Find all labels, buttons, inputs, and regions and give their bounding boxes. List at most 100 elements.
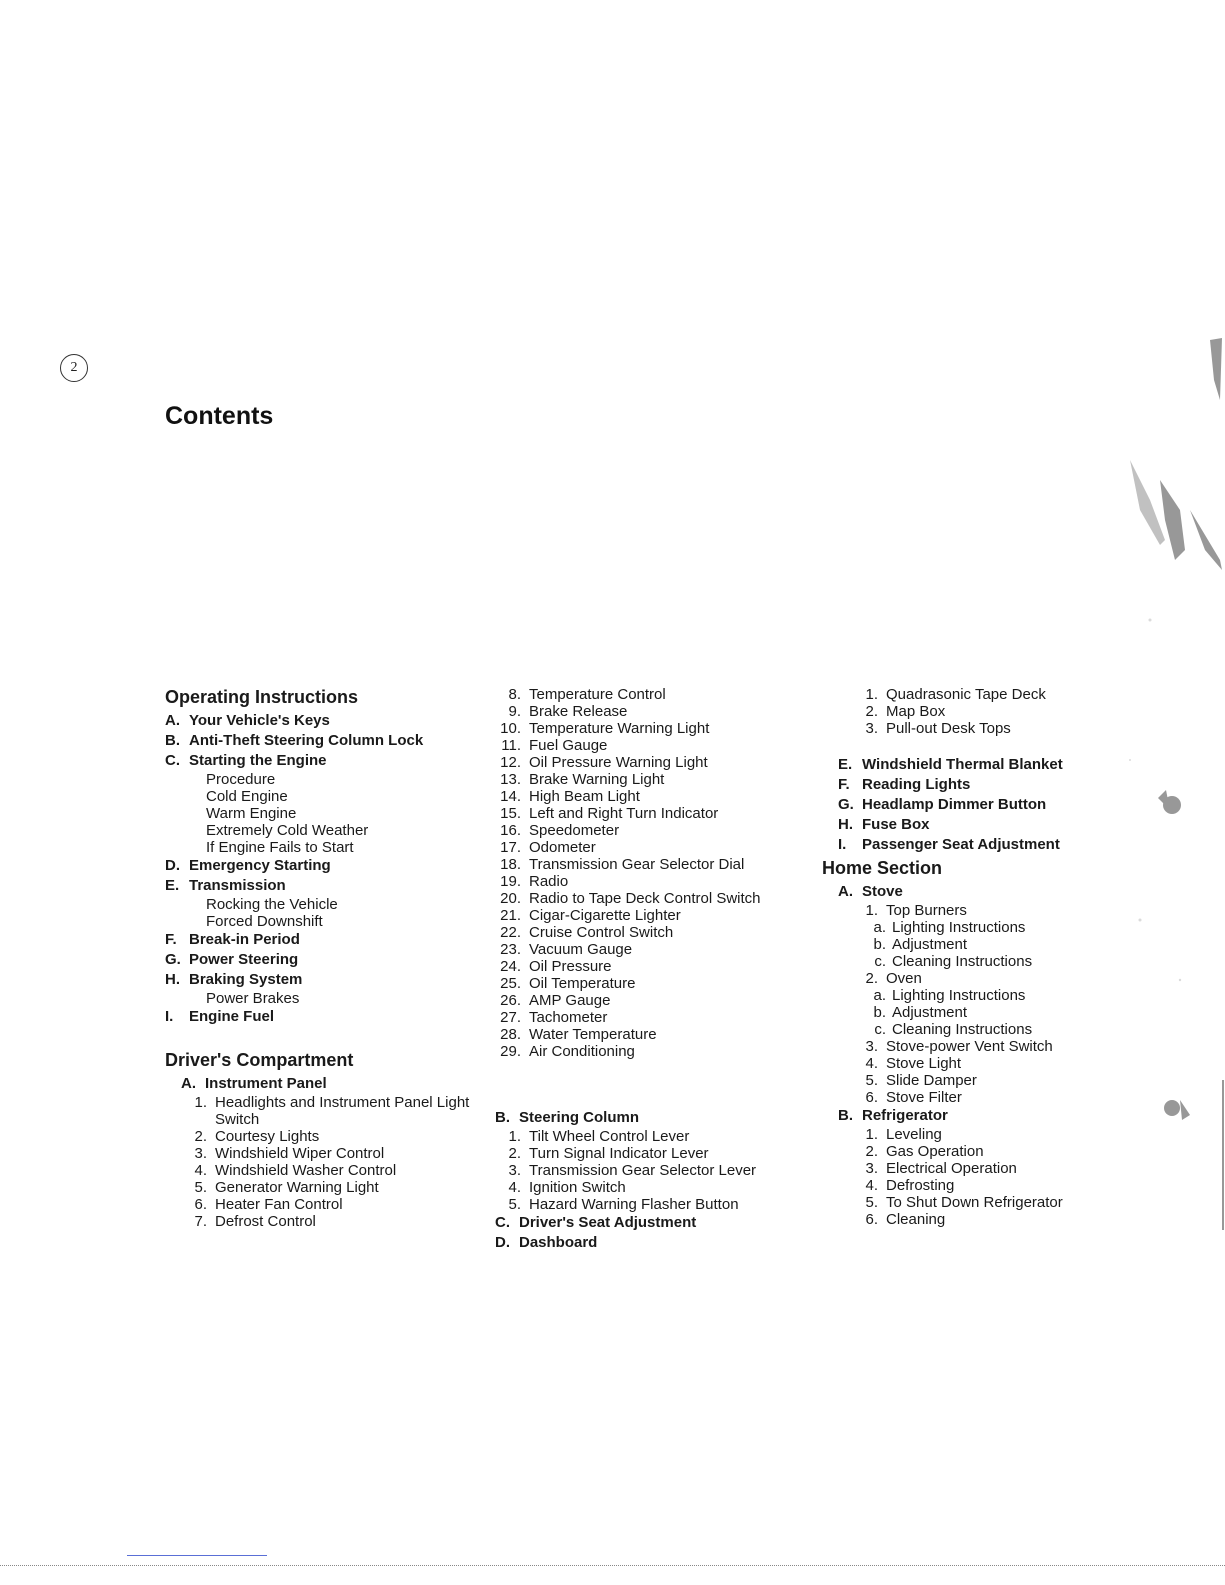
toc-entry[interactable]: 2.Map Box: [822, 703, 1122, 720]
toc-entry[interactable]: 29.Air Conditioning: [495, 1043, 815, 1060]
toc-entry[interactable]: 2.Courtesy Lights: [165, 1128, 485, 1145]
toc-entry[interactable]: 7.Defrost Control: [165, 1213, 485, 1230]
toc-entry[interactable]: B. Refrigerator: [822, 1106, 1122, 1126]
toc-entry[interactable]: 16.Speedometer: [495, 822, 815, 839]
toc-entry[interactable]: 25.Oil Temperature: [495, 975, 815, 992]
entry-key: 28.: [500, 1026, 521, 1043]
toc-entry[interactable]: 1.Tilt Wheel Control Lever: [495, 1128, 815, 1145]
toc-subentry[interactable]: Rocking the Vehicle: [206, 896, 338, 913]
toc-subentry[interactable]: Warm Engine: [206, 805, 297, 822]
toc-entry[interactable]: 19.Radio: [495, 873, 815, 890]
toc-entry[interactable]: 6.Heater Fan Control: [165, 1196, 485, 1213]
toc-subentry[interactable]: Power Brakes: [206, 990, 300, 1007]
toc-entry[interactable]: 4.Ignition Switch: [495, 1179, 815, 1196]
toc-subentry[interactable]: Procedure: [206, 771, 276, 788]
toc-entry[interactable]: 4.Windshield Washer Control: [165, 1162, 485, 1179]
toc-entry[interactable]: 4.Stove Light: [822, 1055, 1122, 1072]
toc-entry[interactable]: 26.AMP Gauge: [495, 992, 815, 1009]
toc-entry[interactable]: C.Driver's Seat Adjustment: [495, 1213, 815, 1233]
entry-key: 1.: [508, 1128, 521, 1145]
toc-entry[interactable]: 3.Electrical Operation: [822, 1160, 1122, 1177]
toc-entry[interactable]: 2. Oven: [822, 970, 1122, 987]
toc-entry[interactable]: 1.Headlights and Instrument Panel Light …: [165, 1094, 485, 1128]
instrument-items: 1.Headlights and Instrument Panel Light …: [165, 1094, 485, 1230]
entry-label: Odometer: [529, 839, 596, 856]
toc-entry[interactable]: I.Passenger Seat Adjustment: [822, 835, 1122, 855]
toc-entry[interactable]: G.Power Steering: [165, 950, 485, 970]
toc-entry[interactable]: 3.Stove-power Vent Switch: [822, 1038, 1122, 1055]
toc-entry[interactable]: F.Reading Lights: [822, 775, 1122, 795]
toc-entry[interactable]: 8.Temperature Control: [495, 686, 815, 703]
entry-label: Courtesy Lights: [215, 1128, 320, 1145]
toc-entry[interactable]: 15.Left and Right Turn Indicator: [495, 805, 815, 822]
toc-entry[interactable]: A. Instrument Panel: [165, 1074, 485, 1094]
toc-entry[interactable]: 5.To Shut Down Refrigerator: [822, 1194, 1122, 1211]
entry-label: Stove Light: [886, 1055, 962, 1072]
toc-entry[interactable]: 1. Top Burners: [822, 902, 1122, 919]
toc-entry[interactable]: H.Braking System: [165, 970, 485, 990]
toc-entry[interactable]: 2.Turn Signal Indicator Lever: [495, 1145, 815, 1162]
entry-label: Defrosting: [886, 1177, 955, 1194]
entry-label: Dashboard: [519, 1234, 598, 1251]
toc-entry[interactable]: D.Dashboard: [495, 1233, 815, 1253]
toc-entry[interactable]: A.Your Vehicle's Keys: [165, 711, 485, 731]
toc-entry[interactable]: 12.Oil Pressure Warning Light: [495, 754, 815, 771]
toc-entry[interactable]: c.Cleaning Instructions: [822, 1021, 1122, 1038]
toc-entry[interactable]: 6.Stove Filter: [822, 1089, 1122, 1106]
toc-entry[interactable]: 23.Vacuum Gauge: [495, 941, 815, 958]
toc-entry[interactable]: 10.Temperature Warning Light: [495, 720, 815, 737]
toc-entry[interactable]: a.Lighting Instructions: [822, 987, 1122, 1004]
toc-entry[interactable]: 18.Transmission Gear Selector Dial: [495, 856, 815, 873]
toc-entry[interactable]: G.Headlamp Dimmer Button: [822, 795, 1122, 815]
toc-entry[interactable]: 27.Tachometer: [495, 1009, 815, 1026]
toc-subentry[interactable]: Forced Downshift: [206, 913, 323, 930]
toc-entry[interactable]: b.Adjustment: [822, 936, 1122, 953]
toc-entry[interactable]: 3.Windshield Wiper Control: [165, 1145, 485, 1162]
toc-entry[interactable]: D.Emergency Starting: [165, 856, 485, 876]
toc-subentry[interactable]: If Engine Fails to Start: [206, 839, 354, 856]
toc-entry[interactable]: 21.Cigar-Cigarette Lighter: [495, 907, 815, 924]
toc-entry[interactable]: 6.Cleaning: [822, 1211, 1122, 1228]
toc-entry[interactable]: 17.Odometer: [495, 839, 815, 856]
toc-entry[interactable]: 24.Oil Pressure: [495, 958, 815, 975]
toc-entry[interactable]: B. Steering Column: [495, 1108, 815, 1128]
section-heading-driver: Driver's Compartment: [165, 1050, 354, 1070]
toc-entry[interactable]: 1.Leveling: [822, 1126, 1122, 1143]
toc-entry[interactable]: 14.High Beam Light: [495, 788, 815, 805]
toc-entry[interactable]: 9.Brake Release: [495, 703, 815, 720]
entry-key: a.: [873, 987, 886, 1004]
toc-entry[interactable]: 22.Cruise Control Switch: [495, 924, 815, 941]
toc-entry[interactable]: a.Lighting Instructions: [822, 919, 1122, 936]
toc-entry[interactable]: 20.Radio to Tape Deck Control Switch: [495, 890, 815, 907]
toc-entry[interactable]: 3.Pull-out Desk Tops: [822, 720, 1122, 737]
toc-entry[interactable]: 5.Generator Warning Light: [165, 1179, 485, 1196]
toc-entry[interactable]: E.Windshield Thermal Blanket: [822, 755, 1122, 775]
toc-entry[interactable]: 28.Water Temperature: [495, 1026, 815, 1043]
toc-entry[interactable]: b.Adjustment: [822, 1004, 1122, 1021]
entry-key: H.: [165, 971, 180, 988]
toc-entry[interactable]: 5.Hazard Warning Flasher Button: [495, 1196, 815, 1213]
toc-entry[interactable]: I.Engine Fuel: [165, 1007, 485, 1027]
toc-entry[interactable]: 3.Transmission Gear Selector Lever: [495, 1162, 815, 1179]
entry-label: Left and Right Turn Indicator: [529, 805, 719, 822]
toc-entry[interactable]: A. Stove: [822, 882, 1122, 902]
toc-entry[interactable]: E.Transmission: [165, 876, 485, 896]
toc-subentry[interactable]: Cold Engine: [206, 788, 288, 805]
entry-key: 7.: [194, 1213, 207, 1230]
toc-entry[interactable]: 1.Quadrasonic Tape Deck: [822, 686, 1122, 703]
toc-entry[interactable]: c.Cleaning Instructions: [822, 953, 1122, 970]
entry-label: Gas Operation: [886, 1143, 984, 1160]
toc-subentry[interactable]: Extremely Cold Weather: [206, 822, 369, 839]
entry-key: 6.: [865, 1211, 878, 1228]
toc-entry[interactable]: H.Fuse Box: [822, 815, 1122, 835]
toc-entry[interactable]: B.Anti-Theft Steering Column Lock: [165, 731, 485, 751]
toc-entry[interactable]: 2.Gas Operation: [822, 1143, 1122, 1160]
toc-entry[interactable]: 5.Slide Damper: [822, 1072, 1122, 1089]
toc-entry[interactable]: C.Starting the Engine: [165, 751, 485, 771]
entry-key: G.: [165, 951, 181, 968]
entry-key: E.: [838, 756, 853, 773]
toc-entry[interactable]: 11.Fuel Gauge: [495, 737, 815, 754]
toc-entry[interactable]: 4.Defrosting: [822, 1177, 1122, 1194]
toc-entry[interactable]: F.Break-in Period: [165, 930, 485, 950]
toc-entry[interactable]: 13.Brake Warning Light: [495, 771, 815, 788]
